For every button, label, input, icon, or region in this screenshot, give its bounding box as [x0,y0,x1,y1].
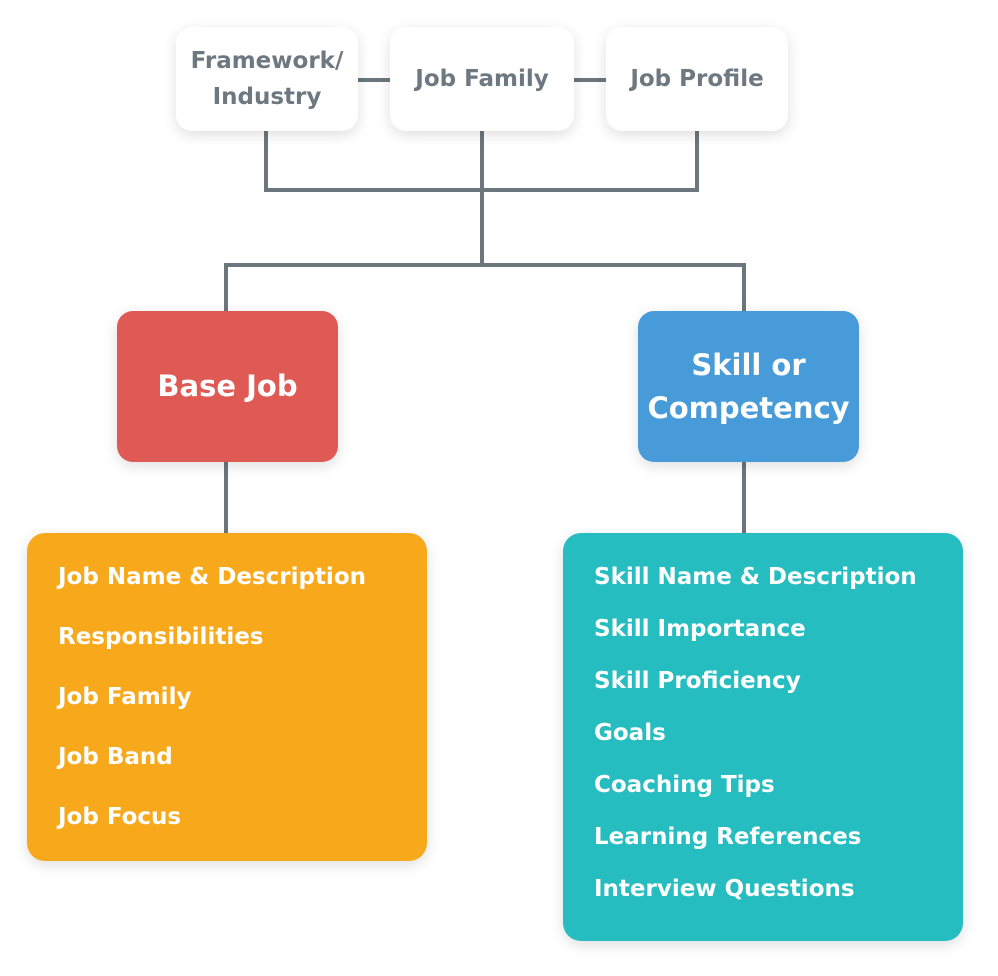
skill-details-box: Skill Name & Description Skill Importanc… [563,533,963,941]
base-job-label: Base Job [157,369,298,403]
skill-label-line1: Skill or [691,347,806,382]
list-item: Skill Importance [594,616,806,642]
list-item: Job Focus [58,804,182,830]
list-item: Job Family [58,684,192,710]
framework-label-line1: Framework/ [190,48,344,74]
job-family-node: Job Family [390,27,574,131]
list-item: Interview Questions [594,876,855,902]
skill-competency-node: Skill or Competency [638,311,859,462]
base-job-details-list: Job Name & Description Responsibilities … [58,562,427,832]
job-family-label: Job Family [415,66,549,92]
base-job-node: Base Job [117,311,338,462]
job-profile-node: Job Profile [606,27,788,131]
skill-label-line2: Competency [647,390,850,425]
list-item: Coaching Tips [594,772,775,798]
framework-label-line2: Industry [212,84,322,110]
list-item: Responsibilities [58,624,264,650]
job-profile-label: Job Profile [630,66,764,92]
base-job-details-box: Job Name & Description Responsibilities … [27,533,427,861]
list-item: Job Band [58,744,173,770]
list-item: Job Name & Description [58,564,366,590]
list-item: Skill Proficiency [594,668,801,694]
framework-industry-node: Framework/ Industry [176,27,358,131]
list-item: Learning References [594,824,862,850]
skill-details-list: Skill Name & Description Skill Importanc… [594,562,963,904]
list-item: Goals [594,720,666,746]
list-item: Skill Name & Description [594,564,917,590]
